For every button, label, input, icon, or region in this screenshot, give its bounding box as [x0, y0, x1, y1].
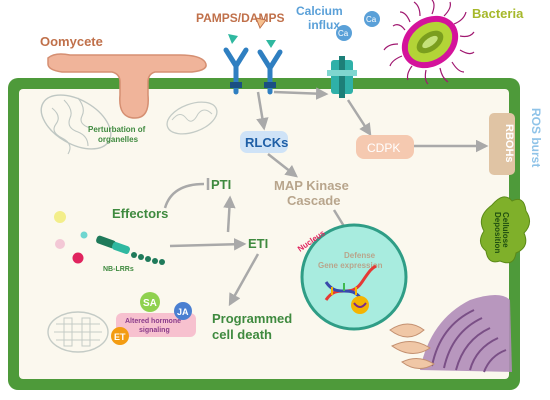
pamp-triangle-icon: [228, 34, 238, 44]
calcium-ion-label: Ca: [366, 15, 377, 24]
arrow: [228, 253, 260, 307]
defense-label-2: Gene expression: [318, 261, 383, 270]
eti-label: ETI: [248, 236, 268, 251]
arrow: [267, 153, 298, 178]
et-hormone-icon: [111, 327, 129, 345]
nb-lrr-icon: [96, 235, 165, 265]
mitochondrion-icon: [40, 94, 112, 155]
arrow: [169, 238, 247, 251]
perturbation-label: Perturbation of: [88, 125, 146, 134]
nucleus: [300, 223, 408, 331]
calcium-ion-label: Ca: [338, 29, 349, 38]
oomycete-label: Oomycete: [40, 34, 103, 49]
map-kinase-label: MAP Kinase: [274, 178, 349, 193]
arrow: [273, 87, 329, 100]
calcium-influx-label-2: influx: [308, 18, 340, 32]
rlcks-box: [240, 131, 288, 153]
pamps-damps-label: PAMPS/DAMPS: [196, 11, 284, 25]
sa-hormone-icon: [140, 292, 160, 312]
receptor-base-icon: [264, 82, 276, 88]
hormone-label-2: signaling: [139, 327, 170, 334]
rbohs-box: [489, 113, 515, 175]
effector-dot: [72, 252, 84, 264]
receptor-base-icon: [230, 82, 242, 88]
pamp-triangle-icon: [255, 17, 267, 30]
ja-hormone-icon: [174, 302, 192, 320]
perturbation-label-2: organelles: [98, 135, 139, 144]
cellulose-deposition-icon: [480, 196, 530, 264]
sa-label: SA: [143, 298, 157, 309]
effector-dot: [80, 231, 88, 239]
calcium-ion-icon: [336, 25, 352, 41]
cdpk-label: CDPK: [367, 141, 400, 155]
calcium-ion-icon: [364, 11, 380, 27]
arrow: [163, 182, 205, 209]
hormone-label: Altered hormone: [125, 318, 181, 325]
effector-dot: [55, 239, 65, 249]
cellulose-label-2: Deposition: [493, 212, 502, 253]
map-kinase-label-2: Cascade: [287, 193, 340, 208]
dna-icon: [324, 264, 377, 301]
rlcks-label: RLCKs: [245, 135, 288, 150]
et-label: ET: [114, 332, 126, 342]
polymerase-icon: [351, 296, 369, 314]
ja-label: JA: [177, 307, 189, 317]
arrow: [256, 91, 269, 131]
bacteria-icon: [383, 0, 475, 85]
pti-label: PTI: [211, 177, 231, 192]
arrow: [346, 99, 372, 137]
ros-burst-label: ROS burst: [529, 108, 543, 167]
pcd-label-2: cell death: [212, 327, 272, 342]
calcium-influx-label: Calcium: [296, 4, 343, 18]
rbohs-label: RBOHs: [503, 124, 515, 163]
chloroplast-icon: [47, 311, 109, 353]
cdpk-box: [356, 135, 414, 159]
effectors-label: Effectors: [112, 206, 168, 221]
pamp-triangle-icon: [266, 40, 276, 48]
pcd-label: Programmed: [212, 311, 292, 326]
calcium-channel-icon: [327, 56, 357, 98]
defense-label: Defense: [344, 251, 376, 260]
cellulose-label: Cellulose: [501, 212, 510, 248]
nb-lrrs-label: NB-LRRs: [103, 266, 134, 273]
golgi-apparatus-icon: [389, 295, 512, 373]
effector-dot: [54, 211, 66, 223]
oomycete: [47, 53, 207, 119]
mitochondrion-icon: [166, 101, 218, 135]
arrow: [223, 195, 236, 233]
bacteria-label: Bacteria: [472, 6, 524, 21]
hormone-signaling-box: [116, 313, 196, 337]
